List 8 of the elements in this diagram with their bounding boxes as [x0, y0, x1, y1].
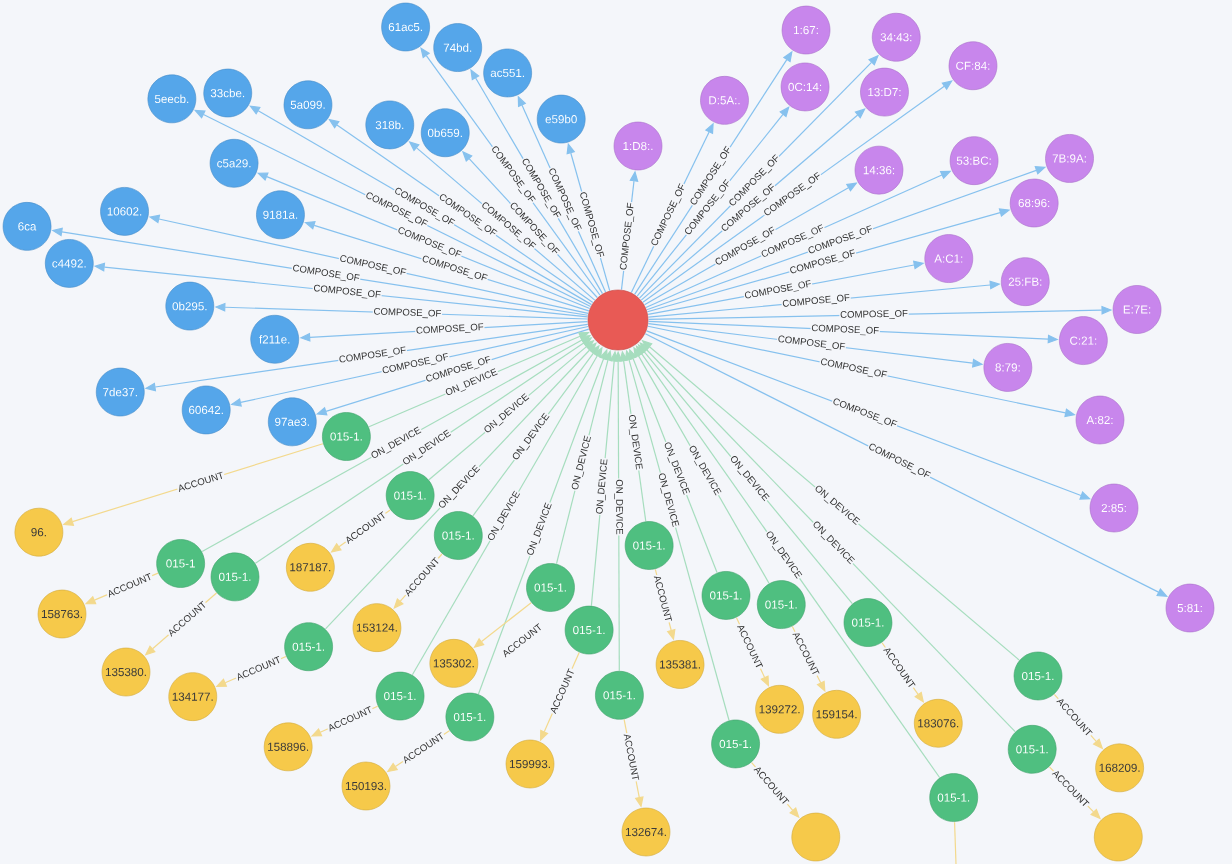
graph-node [587, 289, 649, 351]
graph-node [1093, 812, 1143, 862]
arrow [635, 345, 941, 779]
connector-line [953, 821, 957, 864]
graph-node [791, 812, 841, 862]
arrow [644, 333, 1168, 597]
arrow [639, 342, 1016, 733]
arrow [735, 617, 770, 687]
